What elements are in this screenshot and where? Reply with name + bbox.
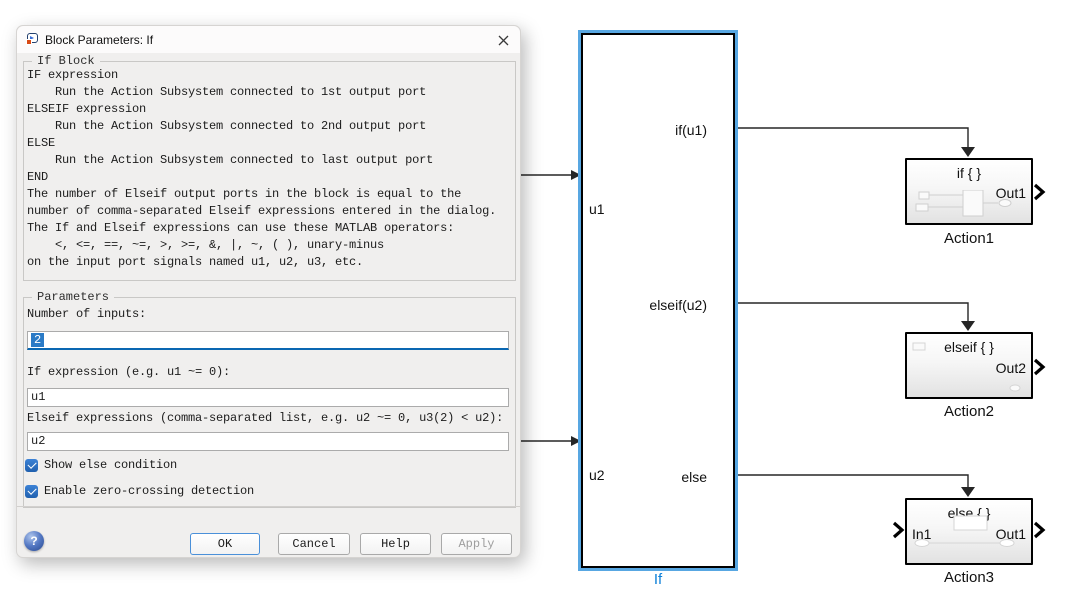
description-line: ELSE xyxy=(27,136,56,150)
if-input-port-u1: u1 xyxy=(589,201,605,217)
action3-in-label: In1 xyxy=(912,526,932,542)
action1-out-port-icon[interactable] xyxy=(1033,183,1046,201)
action3-tag: else { } xyxy=(947,505,991,521)
action2-tag: elseif { } xyxy=(944,339,994,355)
description-line: <, <=, ==, ~=, >, >=, &, |, ~, ( ), unar… xyxy=(27,238,385,252)
action1-out-label: Out1 xyxy=(995,185,1026,201)
if-block-group-legend: If Block xyxy=(32,54,100,68)
wire-else-to-action3[interactable] xyxy=(737,474,975,497)
description-line: Run the Action Subsystem connected to 1s… xyxy=(27,85,427,99)
description-line: on the input port signals named u1, u2, … xyxy=(27,255,364,269)
if-block-name[interactable]: If xyxy=(653,571,663,588)
description-line: Run the Action Subsystem connected to la… xyxy=(27,153,434,167)
if-expression-field[interactable]: u1 xyxy=(27,388,509,407)
description-line: number of comma-separated Elseif express… xyxy=(27,204,497,218)
action2-out-port-icon[interactable] xyxy=(1033,358,1046,376)
enable-zero-crossing-checkbox[interactable] xyxy=(25,485,38,498)
wire-if-to-action1[interactable] xyxy=(737,127,975,157)
action3-block[interactable]: else { } In1 Out1 xyxy=(905,498,1033,565)
apply-button[interactable]: Apply xyxy=(441,533,512,555)
close-icon[interactable] xyxy=(495,32,511,48)
ok-button[interactable]: OK xyxy=(190,533,260,555)
if-expression-value: u1 xyxy=(31,390,46,404)
wire-elseif-to-action2[interactable] xyxy=(737,302,975,331)
description-line: Run the Action Subsystem connected to 2n… xyxy=(27,119,427,133)
footer-separator xyxy=(17,506,520,507)
if-output-port-if: if(u1) xyxy=(675,122,707,138)
cancel-button[interactable]: Cancel xyxy=(278,533,350,555)
if-block-description: IF expression Run the Action Subsystem c… xyxy=(27,67,496,271)
parameters-group: Parameters xyxy=(23,290,516,508)
action3-out-port-icon[interactable] xyxy=(1033,521,1046,539)
dialog-titlebar[interactable]: Block Parameters: If xyxy=(17,26,520,53)
show-else-condition-label: Show else condition xyxy=(44,458,178,472)
if-output-port-else: else xyxy=(681,469,707,485)
description-line: The number of Elseif output ports in the… xyxy=(27,187,462,201)
if-block-group: If Block xyxy=(23,54,516,281)
number-of-inputs-label: Number of inputs: xyxy=(27,307,147,321)
action1-tag: if { } xyxy=(956,165,982,181)
wire-u1[interactable] xyxy=(521,170,581,180)
help-icon[interactable]: ? xyxy=(24,531,44,551)
help-button[interactable]: Help xyxy=(360,533,431,555)
enable-zero-crossing-label: Enable zero-crossing detection xyxy=(44,484,255,498)
if-input-port-u2: u2 xyxy=(589,467,605,483)
description-line: The If and Elseif expressions can use th… xyxy=(27,221,455,235)
show-else-condition-checkbox[interactable] xyxy=(25,459,38,472)
action2-out-label: Out2 xyxy=(995,360,1026,376)
dialog-title: Block Parameters: If xyxy=(45,33,154,47)
if-expression-label: If expression (e.g. u1 ~= 0): xyxy=(27,365,231,379)
if-output-port-elseif: elseif(u2) xyxy=(649,297,707,313)
description-line: END xyxy=(27,170,49,184)
elseif-expressions-value: u2 xyxy=(31,434,46,448)
action3-name[interactable]: Action3 xyxy=(943,569,995,586)
action2-name[interactable]: Action2 xyxy=(943,403,995,420)
parameters-group-legend: Parameters xyxy=(32,290,115,304)
simulink-block-icon xyxy=(25,32,40,46)
if-block[interactable]: u1 u2 if(u1) elseif(u2) else xyxy=(578,30,738,571)
elseif-expressions-field[interactable]: u2 xyxy=(27,432,509,451)
action2-block[interactable]: elseif { } Out2 xyxy=(905,332,1033,399)
action1-name[interactable]: Action1 xyxy=(943,230,995,247)
action3-in-port-icon[interactable] xyxy=(892,521,905,539)
number-of-inputs-field[interactable]: 2 xyxy=(27,331,509,350)
action1-block[interactable]: if { } Out1 xyxy=(905,158,1033,225)
block-parameters-dialog: Block Parameters: If If Block IF express… xyxy=(16,25,521,558)
number-of-inputs-value: 2 xyxy=(31,333,45,347)
description-line: ELSEIF expression xyxy=(27,102,147,116)
wire-u2[interactable] xyxy=(521,436,581,446)
action3-out-label: Out1 xyxy=(995,526,1026,542)
description-line: IF expression xyxy=(27,68,119,82)
elseif-expressions-label: Elseif expressions (comma-separated list… xyxy=(27,411,504,425)
